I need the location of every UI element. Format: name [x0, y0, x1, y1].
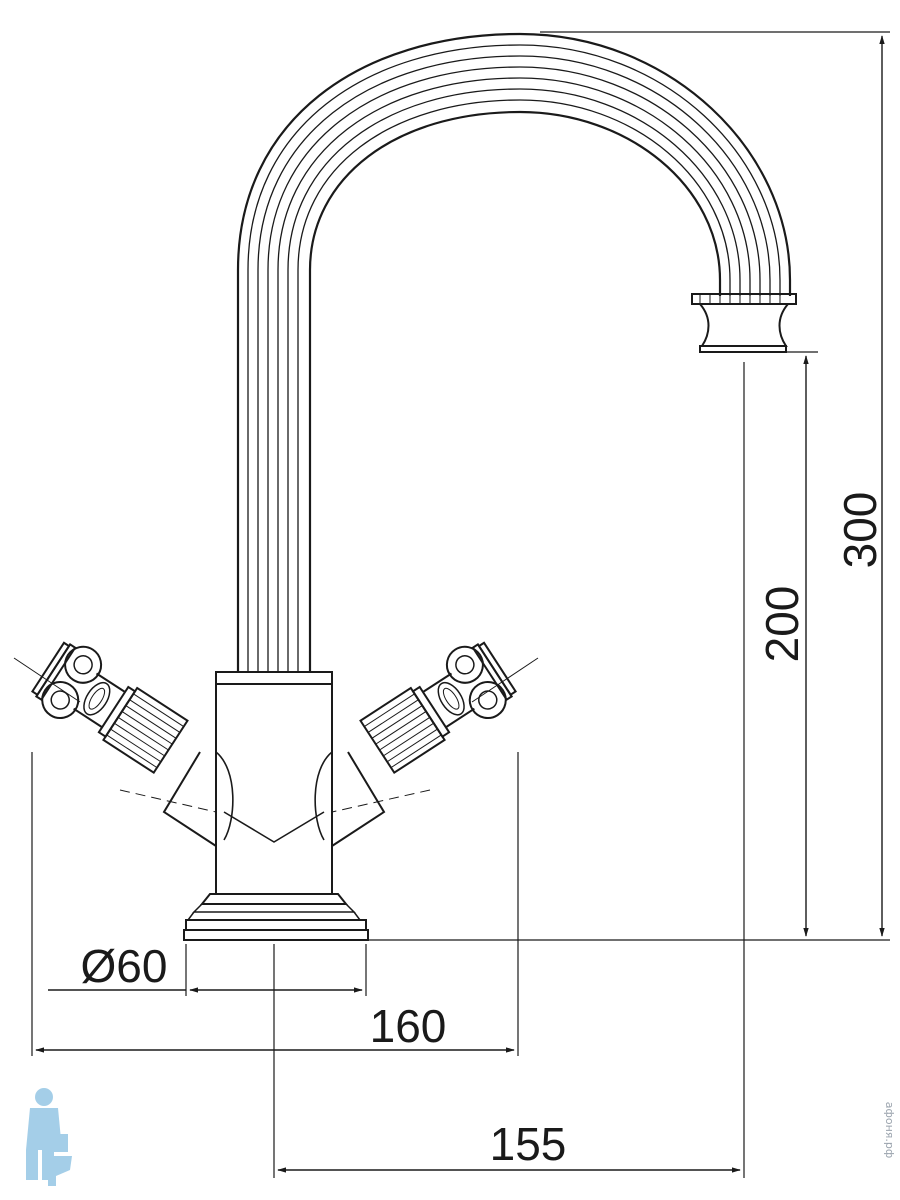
- spout: [236, 32, 792, 672]
- dimension-diameter-60-label: Ø60: [81, 940, 168, 992]
- watermark-text: афоня.рф: [883, 1102, 896, 1159]
- dimension-155-label: 155: [490, 1118, 567, 1170]
- dimension-200-label: 200: [756, 586, 808, 663]
- left-handle: [30, 641, 189, 775]
- spout-outlet: [691, 293, 797, 353]
- faucet-base: [183, 893, 369, 941]
- dimension-300-label: 300: [834, 492, 886, 569]
- dimension-160-label: 160: [370, 1000, 447, 1052]
- extension-lines: [31, 31, 890, 1178]
- plumber-logo-icon: [26, 1088, 72, 1186]
- faucet-body: [119, 671, 431, 894]
- right-handle: [359, 641, 518, 775]
- dimension-lines: [35, 35, 885, 1173]
